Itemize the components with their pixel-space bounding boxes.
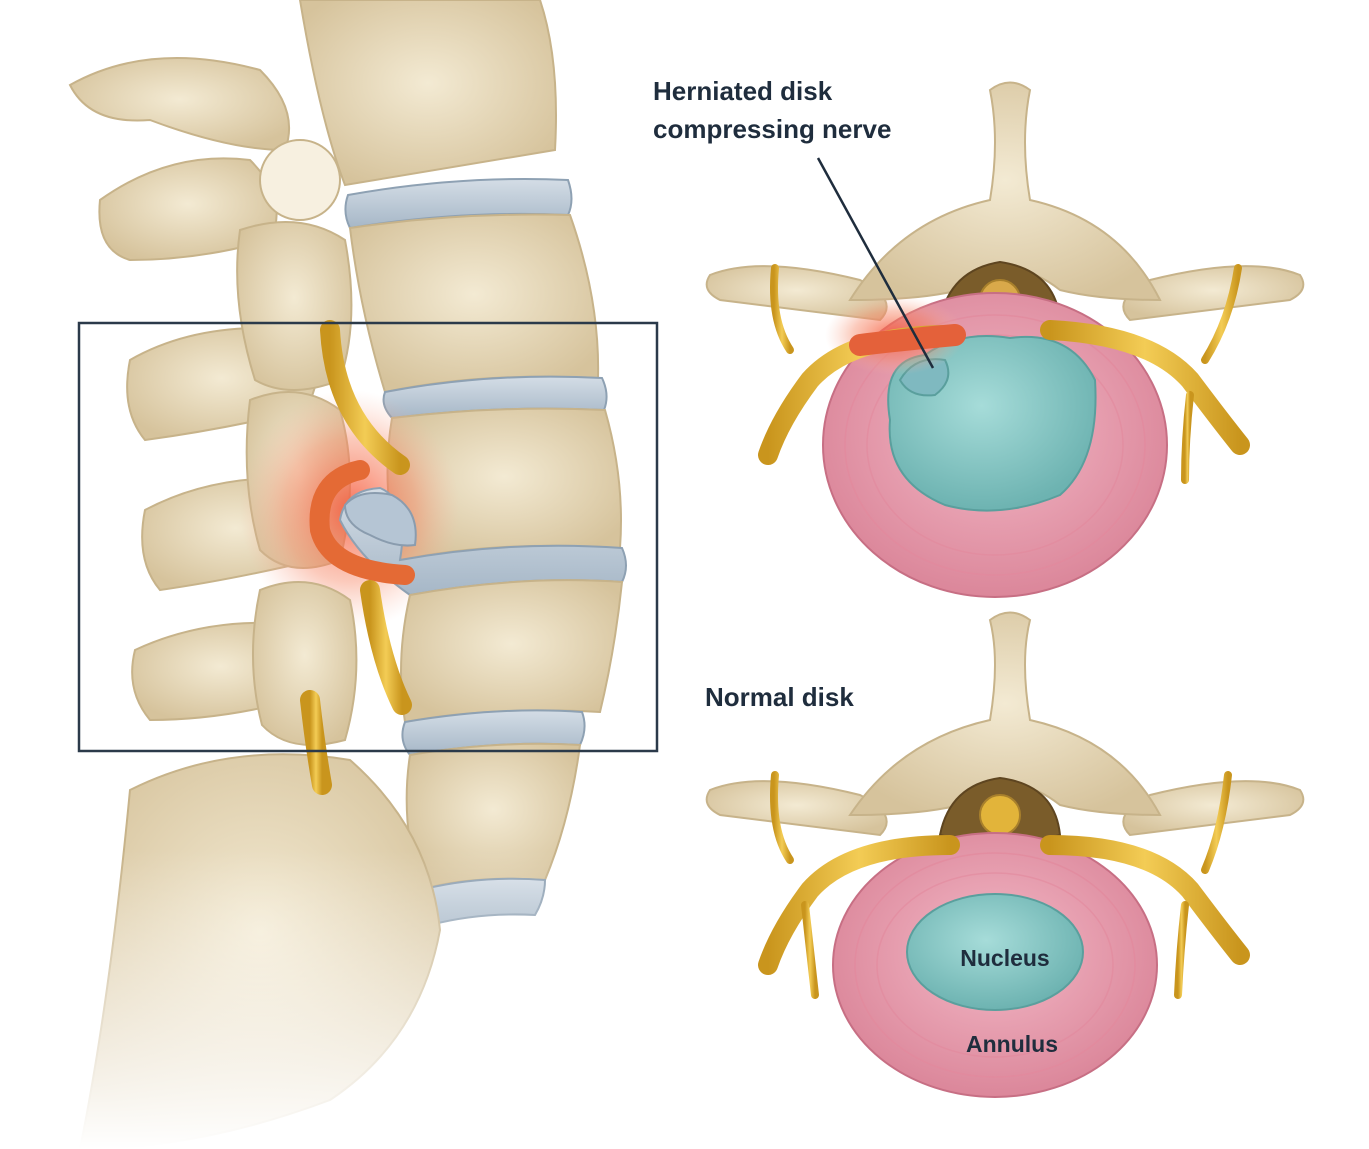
nerve-root-normal-right [1040,835,1250,965]
transverse-process-left-normal [705,780,888,837]
herniated-label-line2: compressing nerve [653,114,891,144]
herniation-bulge [343,492,417,547]
normal-disk-label: Normal disk [705,682,854,712]
vertebra-body-4 [400,579,624,724]
nerve-root-lower [300,690,332,795]
vertebra-body-2 [348,213,600,394]
nerve-branch-normal-left-low [801,901,819,999]
nerve-branch-axial-right [1201,264,1242,364]
nerve-root-axial-left-compressed [849,324,966,356]
herniated-label-line1: Herniated disk [653,76,833,106]
nerve-branch-normal-right-low [1174,901,1189,999]
spinal-cord-normal [979,794,1021,836]
normal-axial-view [705,611,1305,1098]
nerve-branch-normal-right [1201,771,1232,874]
nerve-root-compressed [309,460,415,585]
transverse-process-right [1122,265,1305,322]
nerve-branch-axial-left [770,264,794,354]
nerve-branch-normal-left [770,771,794,864]
facet-joint-4 [252,581,358,746]
nucleus-normal [906,893,1084,1011]
nerve-root-axial-right [1040,320,1250,455]
nerve-root-descending [360,580,412,715]
annulus-label: Annulus [966,1031,1058,1057]
nerve-root-normal-left [758,835,960,975]
herniation-leader-line [816,157,935,369]
nucleus-label: Nucleus [960,945,1049,971]
nerve-root-upper [320,320,410,475]
zoom-frame [77,321,659,753]
herniated-axial-view [705,81,1305,598]
nerve-roots [300,320,415,795]
vertebra-top [68,0,557,262]
lateral-spine-view [0,0,659,1149]
nerve-branch-axial-right-low [1181,391,1194,484]
